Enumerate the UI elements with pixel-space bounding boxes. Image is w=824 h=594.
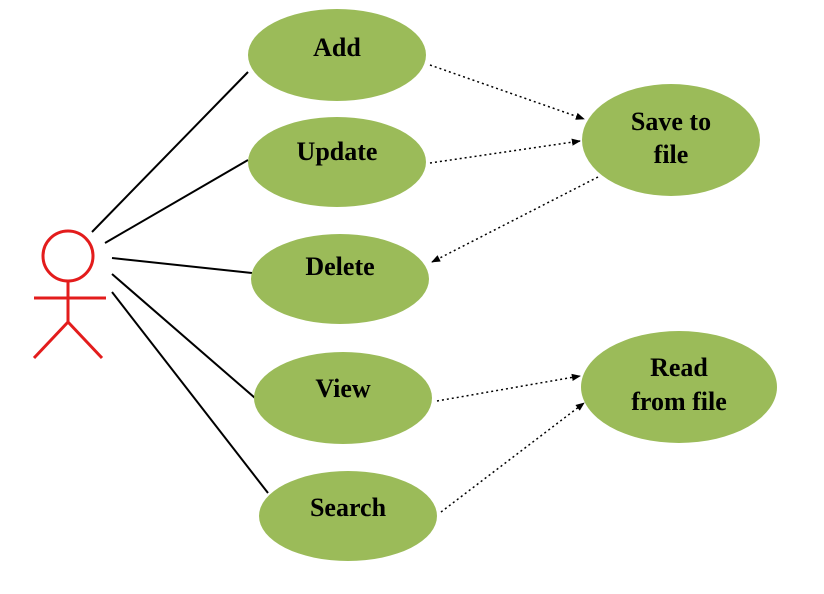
- association-line-search: [111, 291, 269, 494]
- use-case-view: View: [254, 352, 432, 444]
- actor-head: [41, 229, 95, 283]
- use-case-save-to-file: Save to file: [582, 84, 760, 196]
- use-case-search-label: Search: [310, 493, 387, 522]
- use-case-delete-ellipse: [251, 234, 429, 324]
- association-line-delete: [111, 257, 253, 274]
- dependency-arrow-search-to-read-from-file: [440, 402, 585, 513]
- dependency-arrow-update-to-save-to-file: [429, 138, 581, 164]
- actor-right-leg: [66, 320, 104, 360]
- use-case-save-to-file-label-line1: Save to: [631, 107, 711, 136]
- association-line-view: [111, 273, 256, 399]
- use-case-read-from-file-ellipse: [581, 331, 777, 443]
- association-line-add: [91, 71, 249, 233]
- actor-figure: [32, 229, 106, 360]
- use-case-search: Search: [259, 471, 437, 561]
- use-case-add: Add: [248, 9, 426, 101]
- dependency-arrow-view-to-read-from-file: [436, 373, 581, 402]
- use-case-save-to-file-ellipse: [582, 84, 760, 196]
- use-case-add-ellipse: [248, 9, 426, 101]
- use-case-update-label: Update: [297, 137, 378, 166]
- use-case-save-to-file-label-line2: file: [654, 140, 689, 169]
- use-case-delete-label: Delete: [305, 252, 374, 281]
- dependency-arrows: [429, 64, 599, 513]
- use-case-update-ellipse: [248, 117, 426, 207]
- use-case-search-ellipse: [259, 471, 437, 561]
- use-case-read-from-file: Read from file: [581, 331, 777, 443]
- association-line-update: [104, 159, 249, 244]
- use-case-view-label: View: [315, 374, 371, 403]
- use-case-add-label: Add: [313, 33, 361, 62]
- dependency-arrow-add-to-save-to-file: [429, 64, 585, 120]
- use-case-update: Update: [248, 117, 426, 207]
- use-case-read-from-file-label-line2: from file: [631, 387, 727, 416]
- actor-left-leg: [32, 320, 70, 360]
- use-case-view-ellipse: [254, 352, 432, 444]
- association-lines: [91, 71, 269, 494]
- dependency-arrow-save-to-file-to-delete: [431, 176, 599, 263]
- use-case-read-from-file-label-line1: Read: [650, 353, 708, 382]
- use-case-delete: Delete: [251, 234, 429, 324]
